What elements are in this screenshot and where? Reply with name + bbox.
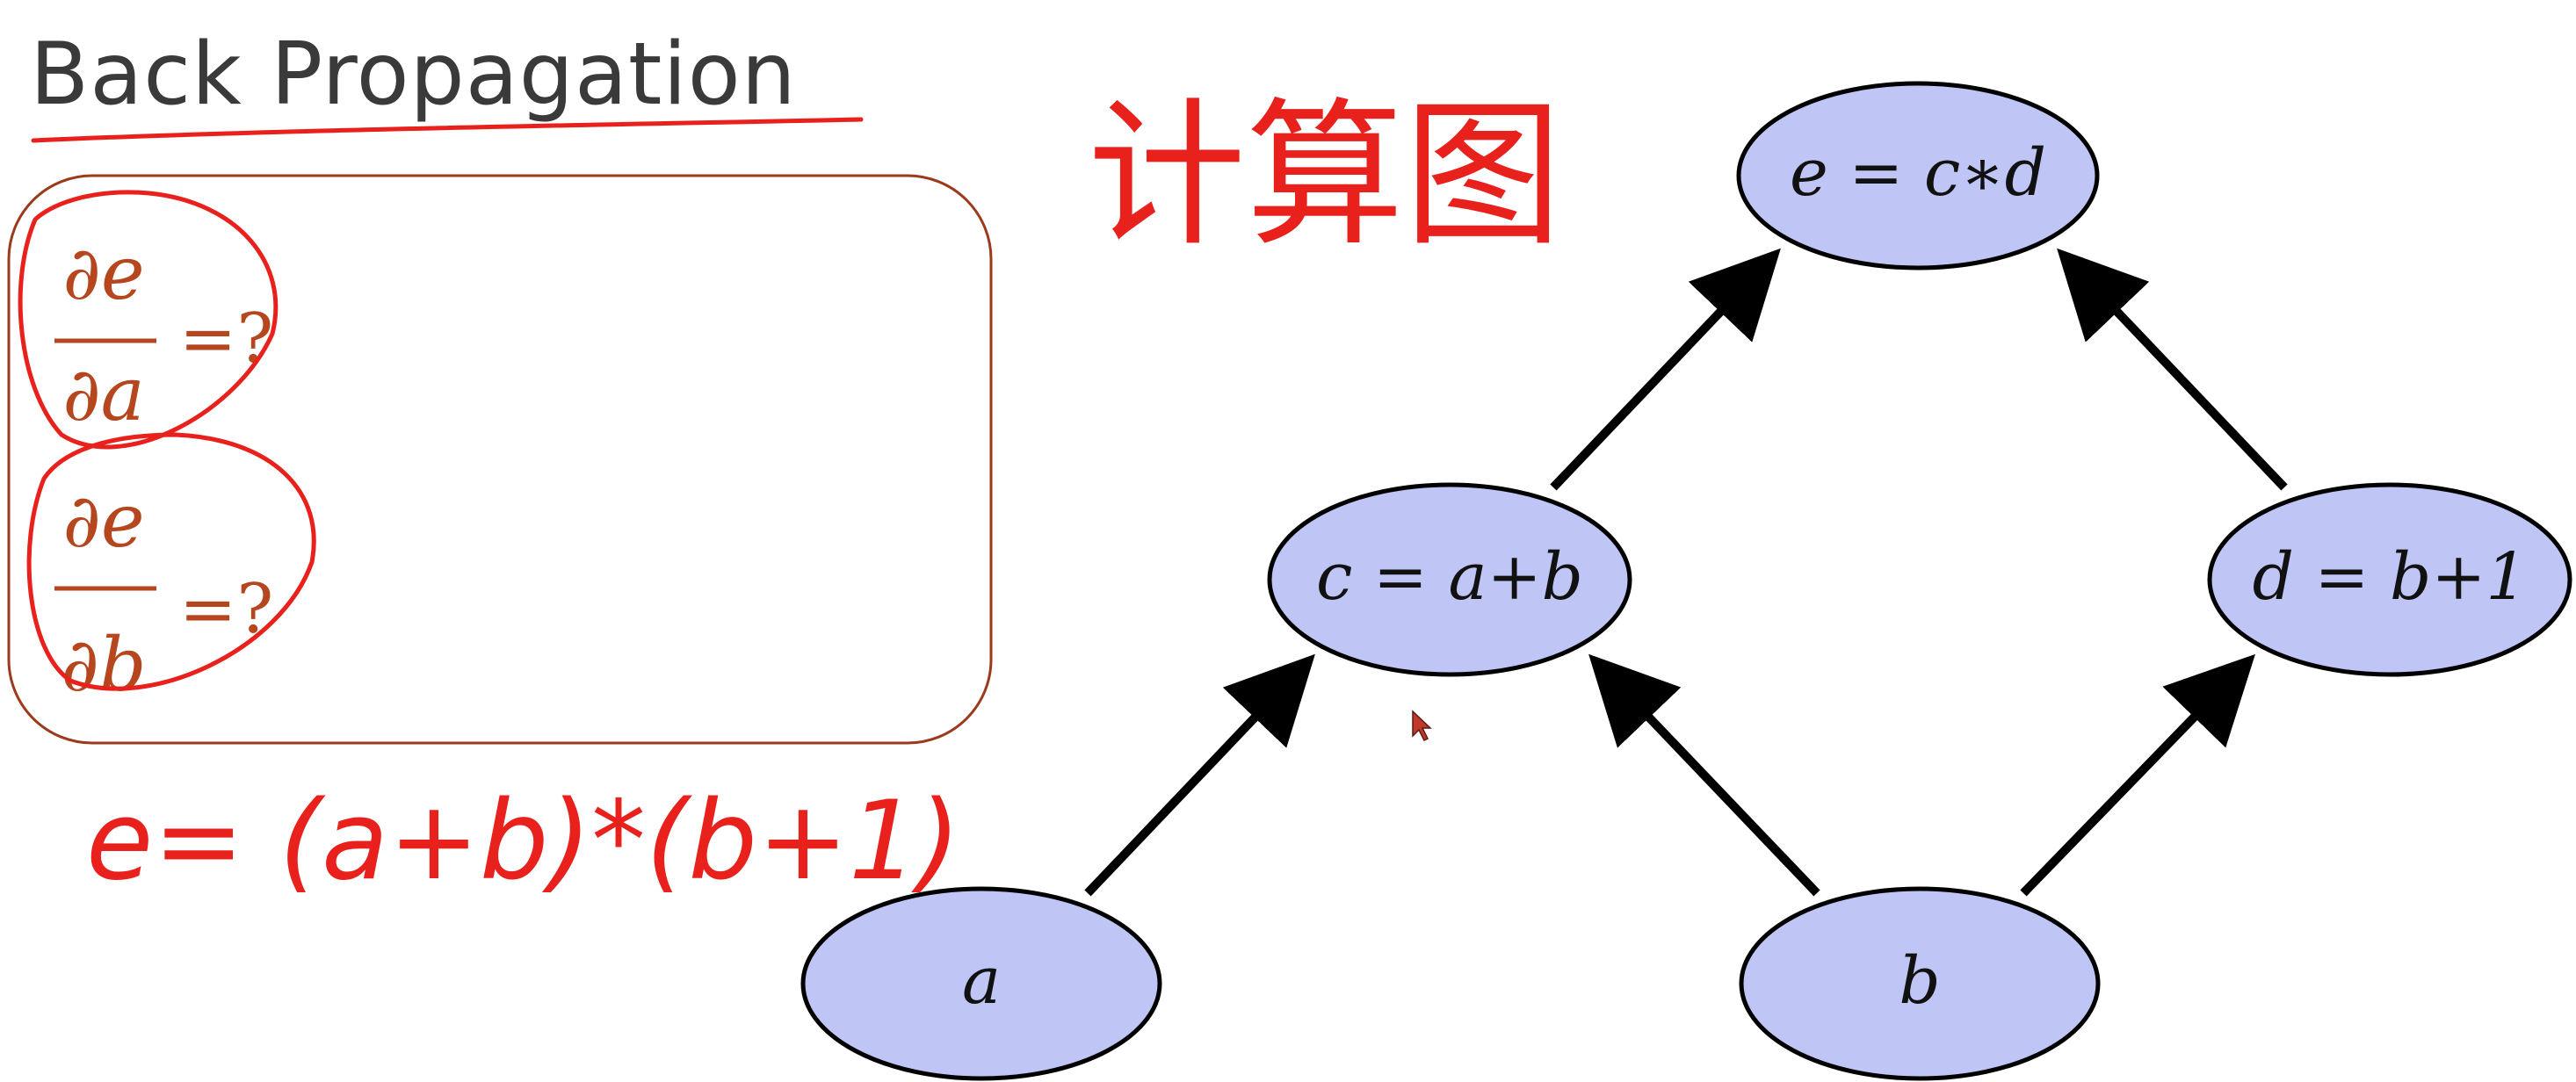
q1-denominator: ∂a [62,351,145,437]
title-underline-ink [31,117,864,143]
handwritten-chinese-note: 计算图 [1088,84,1562,268]
q1-numerator: ∂e [62,230,144,316]
node-c-ellipse [1267,482,1632,677]
edge-b-to-d [2020,653,2255,897]
q2-denominator: ∂b [61,622,146,708]
edge-c-to-e [1550,248,1781,491]
node-b-ellipse [1739,886,2101,1081]
node-c: c = a+b [1267,482,1632,677]
edge-b-to-c [1588,653,1820,897]
edge-d-to-e [2057,248,2288,491]
node-e-ellipse [1736,81,2100,270]
node-d: d = b+1 [2207,482,2572,677]
node-e-label: e = c∗d [1790,135,2046,211]
q2-numerator: ∂e [62,478,144,564]
q1-equals-question: =? [179,299,273,379]
node-a: a [800,886,1162,1081]
question-de-da: ∂e ∂a =? [54,230,273,437]
ink-circle-q2 [26,432,316,691]
question-de-db: ∂e ∂b =? [54,478,273,708]
edge-a-to-c [1084,653,1315,897]
node-c-label: c = a+b [1316,539,1583,615]
node-a-label: a [962,943,1001,1019]
q2-equals-question: =? [179,570,273,649]
graph-edges [1084,248,2288,897]
node-e: e = c∗d [1736,81,2100,270]
node-a-ellipse [800,886,1162,1081]
node-d-ellipse [2207,482,2572,677]
node-b: b [1739,886,2101,1081]
mouse-cursor-icon [1412,710,1432,742]
handwritten-expression: e= (a+b)*(b+1) [86,778,960,905]
node-b-label: b [1899,943,1940,1019]
slide-title: Back Propagation [30,25,797,125]
question-box [7,174,993,745]
node-d-label: d = b+1 [2253,539,2528,615]
ink-circle-q1 [18,190,279,450]
